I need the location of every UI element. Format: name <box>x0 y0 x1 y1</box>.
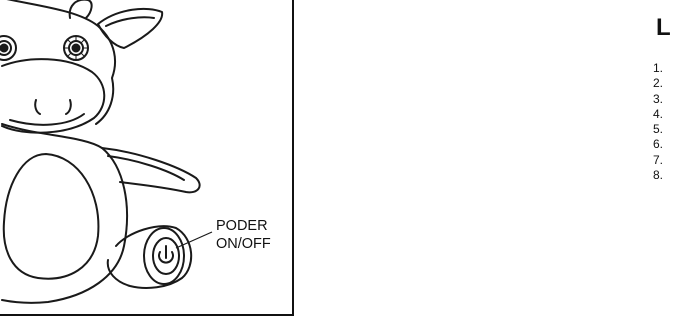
belly-patch <box>4 154 99 279</box>
mouth-line <box>10 114 84 125</box>
power-icon <box>159 246 173 263</box>
list-item: 2. <box>653 76 663 91</box>
nostril-left <box>35 100 40 114</box>
eye-right <box>64 36 88 60</box>
ear-inner-line <box>106 17 154 26</box>
side-panel-heading: L <box>656 14 671 42</box>
horn-outline <box>70 0 92 18</box>
ear-outline <box>98 9 162 48</box>
eye-left <box>0 36 16 60</box>
list-item: 8. <box>653 168 663 183</box>
list-item: 7. <box>653 153 663 168</box>
illustration-panel <box>0 0 294 316</box>
plush-toy-cow-illustration <box>0 0 294 316</box>
list-item: 5. <box>653 122 663 137</box>
list-item: 4. <box>653 107 663 122</box>
list-item: 6. <box>653 137 663 152</box>
nostril-right <box>66 100 71 114</box>
arm-outline <box>102 148 200 192</box>
list-item: 3. <box>653 92 663 107</box>
power-callout-label-line1: PODER <box>216 218 268 235</box>
arm-inner-line <box>108 156 184 180</box>
list-item: 1. <box>653 61 663 76</box>
side-panel-numbered-list: 1. 2. 3. 4. 5. 6. 7. 8. <box>653 61 663 183</box>
power-callout-label-line2: ON/OFF <box>216 236 271 253</box>
